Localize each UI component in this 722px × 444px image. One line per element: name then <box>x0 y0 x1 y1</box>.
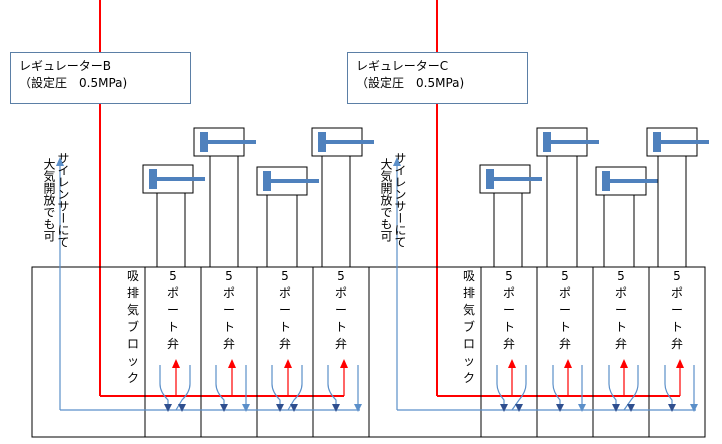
valve-label-char: ト <box>502 320 515 334</box>
system-b <box>31 0 374 438</box>
cylinder <box>595 166 658 267</box>
cylinder <box>193 127 256 267</box>
exhaust-block-label: 吸排気ブロック <box>462 268 476 387</box>
valve-label-char: ト <box>278 320 291 334</box>
valve-label-char: 5 <box>617 269 625 283</box>
valve-label-char: 弁 <box>670 337 683 351</box>
valve-label-char: ト <box>334 320 347 334</box>
silencer-note-line1: サイレンサーにて <box>56 152 70 248</box>
valve-label-char: 弁 <box>334 337 347 351</box>
silencer-note-line1: サイレンサーにて <box>393 152 407 248</box>
cylinder <box>142 164 205 267</box>
valve-label-char: ト <box>558 320 571 334</box>
exhaust-block-label-char: 排 <box>462 286 475 300</box>
valve-label: 5 ポート弁 <box>166 268 180 353</box>
valve-box <box>648 266 706 438</box>
exhaust-block-label-char: ロ <box>462 337 475 351</box>
cylinder <box>536 127 599 267</box>
silencer-note-line2: 大気開放でも可 <box>42 158 56 242</box>
regulator-c-name: レギュレーターC <box>356 59 449 73</box>
valve-label-char: ポ <box>670 286 683 300</box>
regulator-b-box: レギュレーターB （設定圧 0.5MPa) <box>10 52 191 104</box>
silencer-note-line2: 大気開放でも可 <box>379 158 393 242</box>
valve-label-char: ポ <box>222 286 235 300</box>
valve-label-char: ト <box>670 320 683 334</box>
valve-label-char: ポ <box>558 286 571 300</box>
valve-label: 5 ポート弁 <box>502 268 516 353</box>
valve-label-char: ポ <box>334 286 347 300</box>
silencer-note-c: サイレンサーにて 大気開放でも可 <box>379 152 407 248</box>
valve-label-char: ポ <box>502 286 515 300</box>
valve-label: 5 ポート弁 <box>558 268 572 353</box>
valve-flow <box>496 359 698 412</box>
valve-label-char: 弁 <box>166 337 179 351</box>
valve-label: 5 ポート弁 <box>614 268 628 353</box>
regulator-c-box: レギュレーターC （設定圧 0.5MPa) <box>347 52 528 104</box>
exhaust-block-label: 吸排気ブロック <box>126 268 140 387</box>
valve-label-char: ー <box>278 303 291 317</box>
valve-label-char: ー <box>222 303 235 317</box>
regulator-b-setting: （設定圧 0.5MPa) <box>19 76 128 90</box>
valve-label-char: ポ <box>278 286 291 300</box>
exhaust-block-label-char: ク <box>126 371 139 385</box>
valve-label-char: 弁 <box>222 337 235 351</box>
exhaust-block-label-char: ク <box>462 371 475 385</box>
valve-label-char: ト <box>166 320 179 334</box>
exhaust-arrow <box>56 157 64 166</box>
valve-label-char: ポ <box>166 286 179 300</box>
valve-label: 5 ポート弁 <box>278 268 292 353</box>
valve-label-char: ト <box>222 320 235 334</box>
valve-label-char: 5 <box>281 269 289 283</box>
exhaust-block-label-char: 排 <box>126 286 139 300</box>
exhaust-block-label-char: 吸 <box>462 269 475 283</box>
valve-label: 5 ポート弁 <box>222 268 236 353</box>
regulator-b-name: レギュレーターB <box>19 59 111 73</box>
exhaust-block-label-char: 気 <box>126 303 139 317</box>
valve-label-char: 弁 <box>558 337 571 351</box>
valve-label-char: ト <box>614 320 627 334</box>
silencer-note-b: サイレンサーにて 大気開放でも可 <box>42 152 70 248</box>
valve-label-char: 5 <box>505 269 513 283</box>
valve-label-char: ー <box>334 303 347 317</box>
exhaust-block-label-char: 吸 <box>126 269 139 283</box>
valve-flow <box>159 359 362 412</box>
exhaust-block-label-char: ブ <box>126 320 139 334</box>
exhaust-block-label-char: ブ <box>462 320 475 334</box>
exhaust-block-label-char: ッ <box>126 354 139 368</box>
cylinder <box>256 166 319 267</box>
valve-label-char: 弁 <box>278 337 291 351</box>
system-c <box>368 0 709 438</box>
valve-label: 5 ポート弁 <box>334 268 348 353</box>
valve-label-char: ポ <box>614 286 627 300</box>
valve-label-char: 5 <box>225 269 233 283</box>
cylinder <box>479 164 542 267</box>
valve-label-char: 弁 <box>502 337 515 351</box>
valve-label-char: ー <box>670 303 683 317</box>
valve-label-char: 弁 <box>614 337 627 351</box>
valve-label-char: ー <box>166 303 179 317</box>
valve-label-char: 5 <box>673 269 681 283</box>
valve-label-char: 5 <box>561 269 569 283</box>
valve-label-char: ー <box>502 303 515 317</box>
valve-label-char: ー <box>558 303 571 317</box>
valve-label-char: 5 <box>169 269 177 283</box>
exhaust-block-label-char: ロ <box>126 337 139 351</box>
valve-label-char: ー <box>614 303 627 317</box>
cylinder <box>646 127 709 267</box>
valve-label: 5 ポート弁 <box>670 268 684 353</box>
valve-label-char: 5 <box>337 269 345 283</box>
exhaust-block-label-char: 気 <box>462 303 475 317</box>
cylinder <box>311 127 374 267</box>
exhaust-arrow <box>393 157 401 166</box>
regulator-c-setting: （設定圧 0.5MPa) <box>356 76 465 90</box>
exhaust-block-label-char: ッ <box>462 354 475 368</box>
